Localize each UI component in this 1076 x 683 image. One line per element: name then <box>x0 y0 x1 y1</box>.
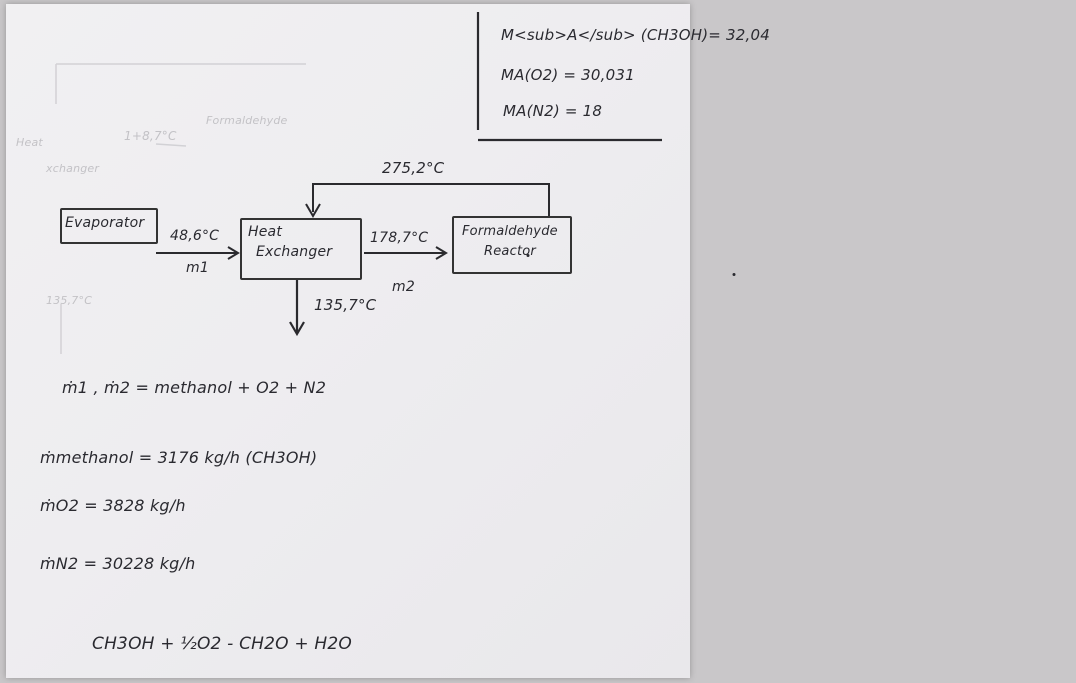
flow-1-label: m1 <box>186 260 870 276</box>
flow-diagram-lines <box>55 12 662 354</box>
molar-mass-n2: MA(N2) = 18 <box>503 102 603 120</box>
bleed-through-text: 1+8,7°C <box>124 129 177 143</box>
methanol-flow-rate: ṁmethanol = 3176 kg/h (CH3OH) <box>40 448 318 467</box>
intermediate-temperature: 178,7°C <box>370 230 429 246</box>
n2-flow-rate: ṁN2 = 30228 kg/h <box>40 554 196 573</box>
reactor-label-line2: Reactor <box>484 244 536 259</box>
notebook-page: 1+8,7°C Formaldehyde Heat xchanger 135,7… <box>6 4 770 678</box>
outlet-temperature: 135,7°C <box>314 296 377 314</box>
heat-exchanger-box: Heat Exchanger <box>240 218 362 280</box>
o2-flow-rate: ṁO2 = 3828 kg/h <box>40 496 186 515</box>
molar-mass-methanol: M<sub>A</sub> (CH3OH)= 32,04 <box>501 26 770 44</box>
bleed-through-text: 135,7°C <box>46 294 93 307</box>
bleed-through-text: Formaldehyde <box>206 114 288 127</box>
molar-mass-o2: MA(O2) = 30,031 <box>501 66 635 84</box>
return-temperature: 275,2°C <box>382 159 445 177</box>
reaction-equation: CH3OH + ½O2 - CH2O + H2O <box>92 634 352 654</box>
evaporator-box: Evaporator <box>60 208 158 244</box>
reactor-label-line1: Formaldehyde <box>462 224 558 239</box>
reactor-box: Formaldehyde Reactor <box>452 216 572 274</box>
evaporator-label: Evaporator <box>65 215 145 231</box>
heat-exchanger-label-line1: Heat <box>248 224 283 240</box>
bleed-through-text: xchanger <box>46 162 100 175</box>
heat-exchanger-label-line2: Exchanger <box>256 244 333 260</box>
flow-2-label: m2 <box>392 279 1076 295</box>
bleed-through-text: Heat <box>16 136 43 149</box>
inlet-temperature: 48,6°C <box>170 228 220 244</box>
stream-composition: ṁ1 , ṁ2 = methanol + O2 + N2 <box>62 378 327 397</box>
